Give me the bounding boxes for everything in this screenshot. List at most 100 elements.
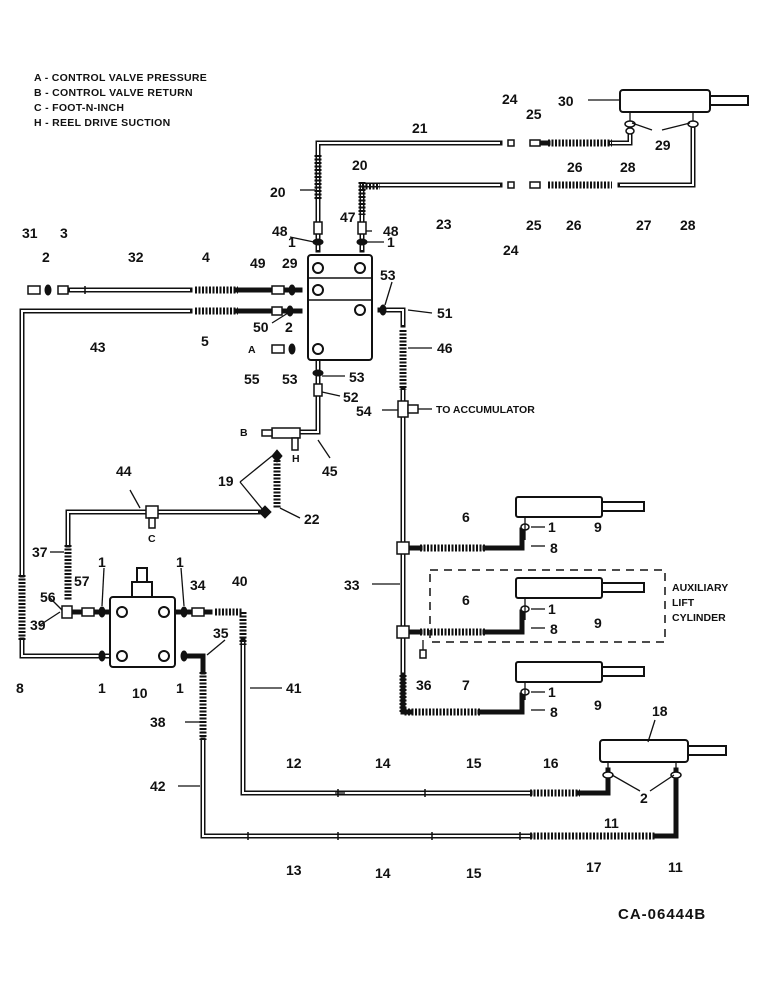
part-label: 14 <box>375 865 391 881</box>
part-label: 9 <box>594 519 602 535</box>
part-label: 13 <box>286 862 302 878</box>
part-label: 42 <box>150 778 166 794</box>
part-label: 10 <box>132 685 148 701</box>
part-label: 7 <box>462 677 470 693</box>
part-label: 57 <box>74 573 90 589</box>
part-label: 16 <box>543 755 559 771</box>
legend-item-a: A - CONTROL VALVE PRESSURE <box>34 72 208 84</box>
part-label: 48 <box>383 223 399 239</box>
part-label: 38 <box>150 714 166 730</box>
part-label: 1 <box>548 519 556 535</box>
part-label: 29 <box>282 255 298 271</box>
part-label: 39 <box>30 617 46 633</box>
part-label: 52 <box>343 389 359 405</box>
part-label: 33 <box>344 577 360 593</box>
tube-8-left <box>19 637 113 659</box>
part-label: 1 <box>98 554 106 570</box>
hose-40 <box>215 608 247 645</box>
part-label: 26 <box>567 159 583 175</box>
part-label: 34 <box>190 577 206 593</box>
tube-23 <box>359 182 503 253</box>
part-label: 35 <box>213 625 229 641</box>
part-label: 28 <box>620 159 636 175</box>
part-label: 25 <box>526 217 542 233</box>
cylinder-9-auxiliary <box>515 577 645 620</box>
hose-group <box>18 139 655 840</box>
part-label: 23 <box>436 216 452 232</box>
part-label: 53 <box>380 267 396 283</box>
valve-10 <box>109 567 176 668</box>
part-label: 36 <box>416 677 432 693</box>
part-label: 1 <box>548 601 556 617</box>
part-label: 44 <box>116 463 132 479</box>
part-label: 1 <box>176 554 184 570</box>
part-label: 29 <box>655 137 671 153</box>
to-accumulator-label: TO ACCUMULATOR <box>436 404 535 416</box>
part-label: 47 <box>340 209 356 225</box>
part-label: 37 <box>32 544 48 560</box>
cylinder-9-bottom <box>515 661 645 700</box>
part-label: 11 <box>604 815 619 831</box>
leader-lines <box>39 99 691 792</box>
part-label: 27 <box>636 217 652 233</box>
part-label: 1 <box>176 680 184 696</box>
port-b-label: B <box>240 427 248 439</box>
legend-item-b: B - CONTROL VALVE RETURN <box>34 87 193 99</box>
part-label: 4 <box>202 249 210 265</box>
part-label: 46 <box>437 340 453 356</box>
part-label: 12 <box>286 755 302 771</box>
part-label: 28 <box>680 217 696 233</box>
auxiliary-label-line3: CYLINDER <box>672 612 726 624</box>
part-label: 11 <box>668 859 683 875</box>
part-label: 6 <box>462 509 470 525</box>
auxiliary-label-line2: LIFT <box>672 597 695 609</box>
legend-item-h: H - REEL DRIVE SUCTION <box>34 117 171 129</box>
part-label: 8 <box>550 704 558 720</box>
part-label: 51 <box>437 305 453 321</box>
control-valve-47 <box>307 254 373 361</box>
part-label: 9 <box>594 615 602 631</box>
hose-7 <box>399 675 480 716</box>
fittings <box>27 127 677 772</box>
part-label: 8 <box>550 540 558 556</box>
part-label: 1 <box>98 680 106 696</box>
part-label: 48 <box>272 223 288 239</box>
part-label: 54 <box>356 403 372 419</box>
part-label: 45 <box>322 463 338 479</box>
cylinder-18 <box>599 739 727 779</box>
part-label: 22 <box>304 511 320 527</box>
auxiliary-cylinder-box <box>429 569 666 643</box>
part-label: 14 <box>375 755 391 771</box>
port-c-label: C <box>148 533 156 545</box>
part-label: 50 <box>253 319 269 335</box>
part-label: 17 <box>586 859 602 875</box>
part-label: 55 <box>244 371 260 387</box>
part-label: 49 <box>250 255 266 271</box>
port-h-label: H <box>292 453 300 465</box>
tube-44 <box>65 509 261 548</box>
part-label: 53 <box>282 371 298 387</box>
drawing-code: CA-06444B <box>618 906 706 923</box>
part-label: 18 <box>652 703 668 719</box>
tube-43 <box>19 308 193 578</box>
part-labels: 30 29 24 25 26 28 21 20 20 23 24 25 26 2… <box>16 91 696 881</box>
port-a-label: A <box>248 344 256 356</box>
part-label: 1 <box>288 234 296 250</box>
part-label: 26 <box>566 217 582 233</box>
part-label: 15 <box>466 865 482 881</box>
legend-item-c: C - FOOT-N-INCH <box>34 102 125 114</box>
part-label: 2 <box>42 249 50 265</box>
cylinder-30 <box>619 89 749 128</box>
part-label: 1 <box>387 234 395 250</box>
cylinder-9-top <box>515 496 645 540</box>
part-label: 19 <box>218 473 234 489</box>
part-label: 20 <box>270 184 286 200</box>
tube-21 <box>315 140 503 253</box>
part-label: 40 <box>232 573 248 589</box>
part-label: 6 <box>462 592 470 608</box>
part-label: 41 <box>286 680 302 696</box>
part-label: 30 <box>558 93 574 109</box>
part-label: 31 <box>22 225 38 241</box>
part-label: 53 <box>349 369 365 385</box>
